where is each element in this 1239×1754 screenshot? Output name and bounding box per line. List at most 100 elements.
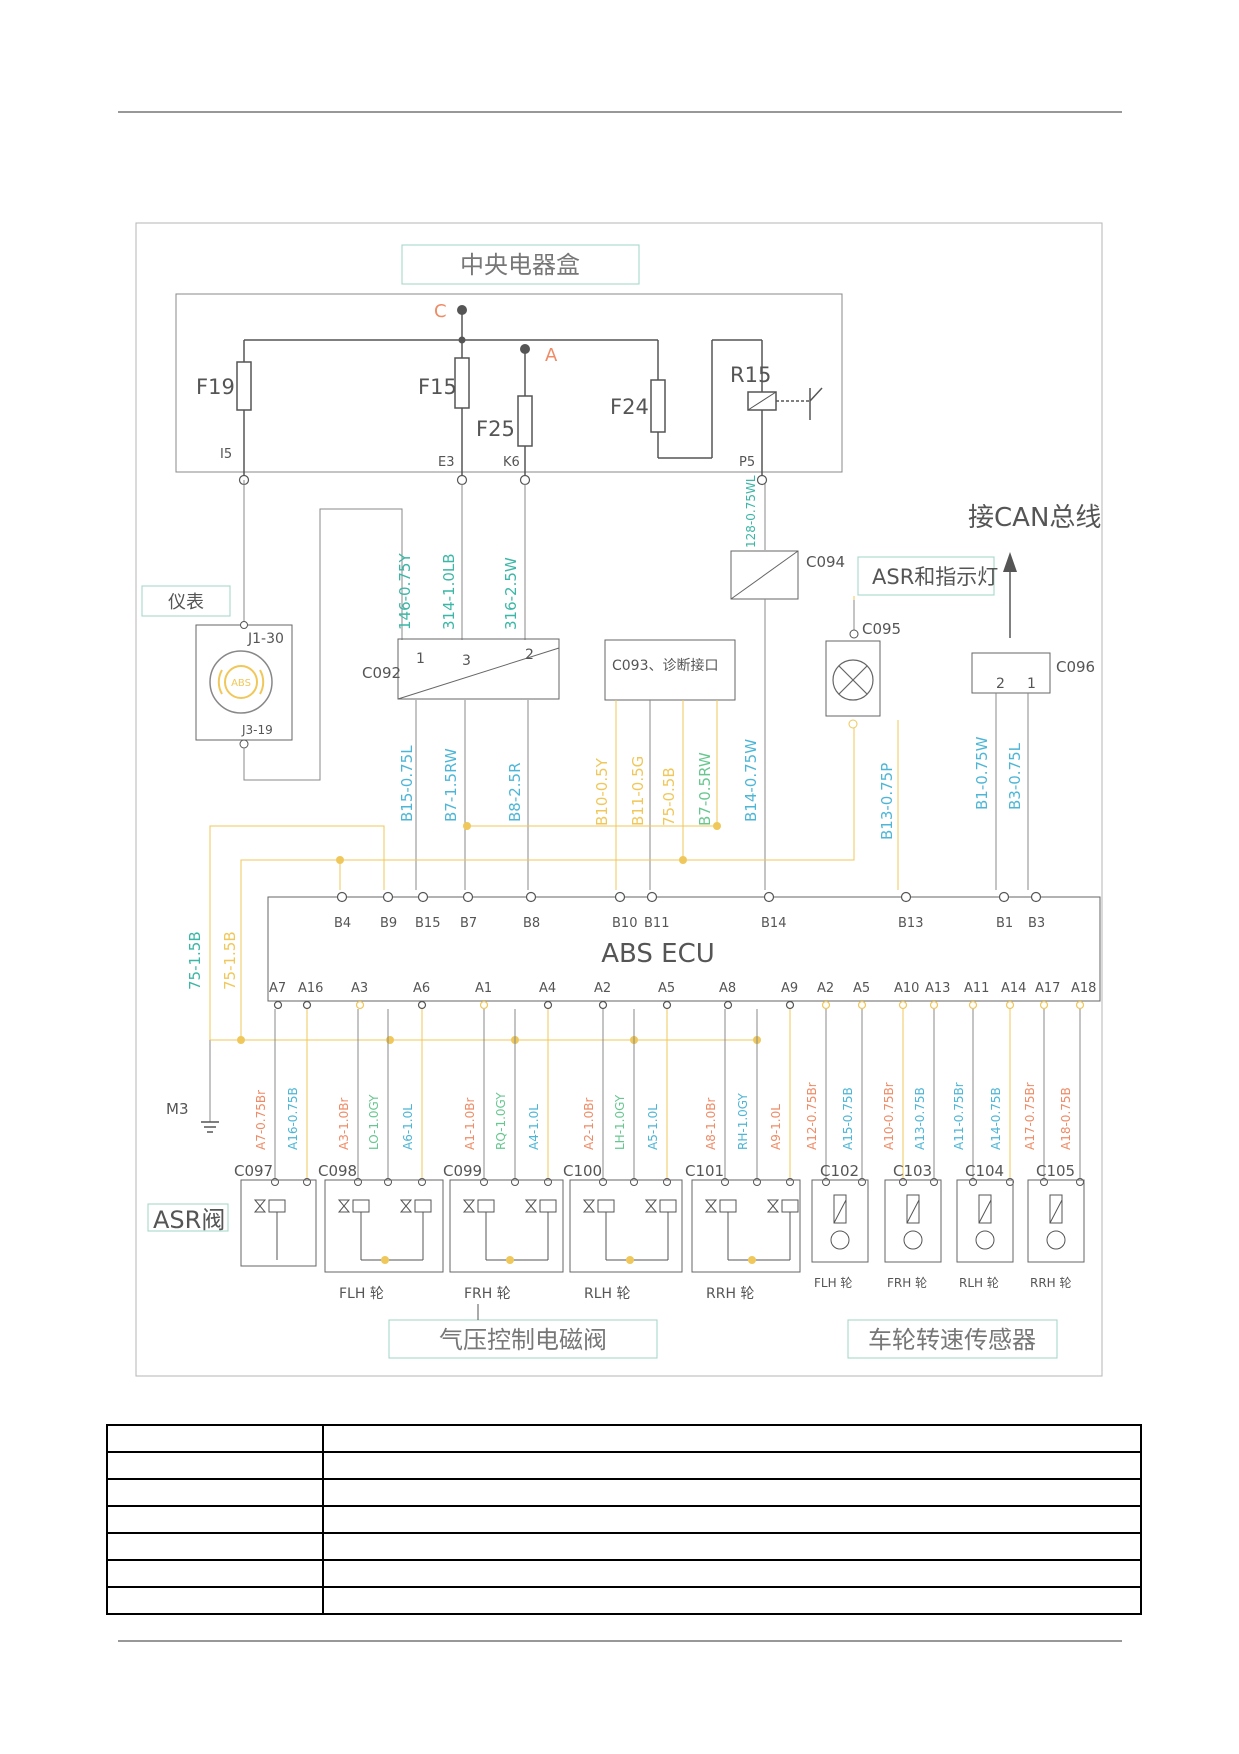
connector-c098-label: C098 (318, 1162, 357, 1180)
table-cell (322, 1532, 1142, 1561)
tone-wheel-icon (903, 1230, 923, 1250)
ecu-bottom-pin-label: A17 (1035, 981, 1060, 996)
solenoid-valve-icon (477, 1199, 495, 1213)
ecu-bottom-pin-label: A2 (594, 981, 611, 996)
ecu-top-pin-label: B14 (761, 916, 786, 931)
lower-wire-label: A11-0.75Br (952, 1082, 966, 1150)
sensor-group-label: 车轮转速传感器 (868, 1326, 1036, 1354)
ground-label: M3 (166, 1100, 189, 1118)
lower-wire-label: RH-1.0GY (736, 1093, 750, 1150)
connector-c099-label: C099 (443, 1162, 482, 1180)
lower-wire-label: A15-0.75B (841, 1087, 855, 1150)
abs-icon-text: ABS (231, 678, 251, 689)
lower-wire-label: A7-0.75Br (254, 1090, 268, 1150)
center-box-title: 中央电器盒 (460, 251, 580, 279)
instrument-label-frame (141, 585, 231, 617)
wire-b10-label: B10-0.5Y (593, 757, 611, 826)
sensor-wheel-label: FRH 轮 (887, 1276, 927, 1290)
connector-c095-label: C095 (862, 620, 901, 638)
instrument-label: 仪表 (168, 592, 204, 613)
lower-wire-label: A18-0.75B (1059, 1087, 1073, 1150)
central-electric-box (175, 293, 843, 473)
ecu-top-pin-label: B13 (898, 916, 923, 931)
ecu-bottom-pin-terminal (543, 1000, 553, 1010)
connector-c101-label: C101 (685, 1162, 724, 1180)
solenoid-valve-icon (539, 1199, 557, 1213)
asr-lamp-label: ASR和指示灯 (872, 565, 998, 589)
wire-146-label: 146-0.75Y (396, 553, 414, 630)
fuse-f25-label: F25 (476, 417, 515, 441)
lower-wire-label: A12-0.75Br (805, 1082, 819, 1150)
wire-75-label: 75-0.5B (660, 767, 678, 826)
ecu-top-pin-terminal (336, 891, 348, 903)
connector-c105-label: C105 (1036, 1162, 1075, 1180)
fuse-f15 (454, 357, 470, 409)
table-cell (322, 1451, 1142, 1480)
ecu-bottom-pin-terminal (1075, 1000, 1085, 1010)
ecu-top-pin-label: B11 (644, 916, 669, 931)
table-row (106, 1586, 1142, 1615)
lower-wire-label: A16-0.75B (286, 1087, 300, 1150)
tone-wheel-icon (1046, 1230, 1066, 1250)
connector-c100-label: C100 (563, 1162, 602, 1180)
ecu-top-pin-terminal (900, 891, 912, 903)
ecu-top-pin-label: B3 (1028, 916, 1045, 931)
pin-p5: P5 (739, 455, 755, 470)
connector-c092-label: C092 (362, 664, 401, 682)
c092-pin-1: 1 (416, 651, 425, 667)
table-cell (106, 1532, 324, 1561)
wire-b13-label: B13-0.75P (878, 763, 896, 840)
ecu-bottom-pin-label: A16 (298, 981, 323, 996)
ecu-bottom-pin-label: A10 (894, 981, 919, 996)
valve-module-c100 (569, 1179, 683, 1273)
wire-75-1-5b-label: 75-1.5B (186, 931, 204, 990)
wire-b7-label: B7-1.5RW (442, 748, 460, 822)
lower-wire-label: RQ-1.0GY (494, 1092, 508, 1150)
table-row (106, 1451, 1142, 1480)
ecu-top-pin-terminal (382, 891, 394, 903)
abs-warning-lamp (209, 650, 273, 714)
abs-icon (224, 665, 258, 699)
asr-lamp-label-frame (857, 556, 995, 596)
ecu-top-pin-terminal (1030, 891, 1042, 903)
ecu-bottom-pin-terminal (898, 1000, 908, 1010)
info-table (106, 1424, 1142, 1615)
fuse-f25 (517, 395, 533, 447)
lower-wire-label: A8-1.0Br (704, 1098, 718, 1150)
lower-wire-label: LH-1.0GY (613, 1094, 627, 1150)
fuse-f19 (236, 361, 252, 411)
lower-wire-label: A17-0.75Br (1023, 1082, 1037, 1150)
sensor-wheel-label: RLH 轮 (959, 1276, 999, 1290)
connector-c094-label: C094 (806, 553, 845, 571)
c092-pin-2: 2 (525, 647, 534, 663)
table-cell (322, 1586, 1142, 1615)
valve-module-c097 (240, 1179, 317, 1267)
ecu-bottom-pin-label: A4 (539, 981, 556, 996)
table-cell (106, 1505, 324, 1534)
connector-c096-label: C096 (1056, 658, 1095, 676)
asr-lamp-connector-c095 (825, 640, 881, 717)
tone-wheel-icon (975, 1230, 995, 1250)
valve-module-c098 (324, 1179, 444, 1273)
instrument-pin-top: J1-30 (247, 631, 284, 647)
table-row (106, 1478, 1142, 1507)
solenoid-valve-icon (414, 1199, 432, 1213)
ecu-top-pin-terminal (525, 891, 537, 903)
ecu-top-pin-terminal (998, 891, 1010, 903)
ecu-top-pin-terminal (614, 891, 626, 903)
ecu-bottom-pin-label: A13 (925, 981, 950, 996)
ecu-bottom-pin-label: A8 (719, 981, 736, 996)
ecu-top-pin-label: B8 (523, 916, 540, 931)
connector-c093 (604, 639, 736, 701)
lower-wire-label: A3-1.0Br (337, 1098, 351, 1150)
fuse-f24-label: F24 (610, 395, 649, 419)
valve-wheel-label: RRH 轮 (706, 1286, 754, 1302)
table-row (106, 1532, 1142, 1561)
ecu-bottom-pin-label: A11 (964, 981, 989, 996)
ecu-top-pin-terminal (646, 891, 658, 903)
connector-c103-label: C103 (893, 1162, 932, 1180)
valve-wheel-label: RLH 轮 (584, 1286, 631, 1302)
wire-128-label: 128-0.75WL (744, 475, 758, 548)
